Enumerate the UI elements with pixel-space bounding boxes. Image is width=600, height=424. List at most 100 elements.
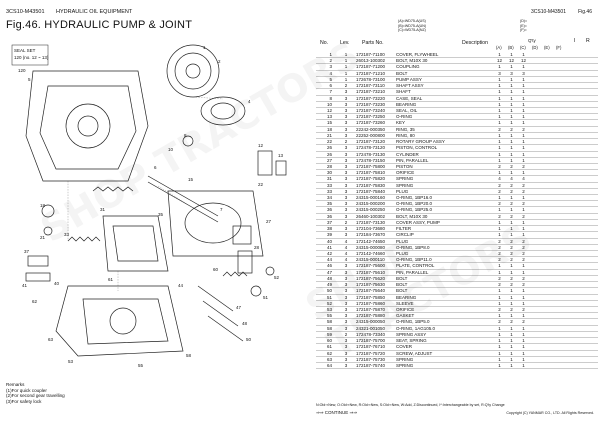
cell-no: 34: [326, 195, 332, 201]
cell-desc: BOLT, M10X 30: [396, 58, 428, 64]
cell-part: 172187-75870: [356, 306, 386, 312]
cell-c: 2: [522, 126, 525, 132]
cell-b: 2: [510, 244, 513, 250]
cell-no: 38: [326, 226, 332, 232]
callout: 1: [203, 45, 206, 50]
cell-c: 1: [522, 101, 525, 107]
cell-lev: 1: [344, 70, 348, 76]
remark-line: (3)For safety lock: [6, 398, 42, 404]
cell-lev: 3: [344, 201, 348, 207]
cell-b: 1: [510, 207, 513, 213]
cell-part: 172187-75850: [356, 294, 386, 300]
cell-desc: O-RING, 1AG105.0: [396, 325, 436, 331]
cell-c: 2: [522, 244, 525, 250]
cell-part: 172187-75840: [356, 188, 386, 194]
cell-b: 1: [510, 226, 513, 232]
cell-desc: BOLT: [396, 70, 408, 76]
doc-code-right: 3CS10-M43501: [530, 9, 566, 15]
cell-no: 31: [326, 176, 332, 182]
cell-lev: 4: [344, 244, 348, 250]
callout: 33: [64, 232, 70, 237]
cell-no: 53: [326, 306, 332, 312]
cell-part: 24315-000050: [356, 319, 386, 325]
col-d: (D): [532, 45, 538, 50]
cell-lev: 3: [344, 145, 348, 151]
cell-b: 2: [510, 238, 513, 244]
cell-part: 172187-75860: [356, 300, 386, 306]
callout: 4: [248, 99, 251, 104]
cell-a: 1: [498, 151, 501, 157]
callout: 10: [168, 147, 174, 152]
cell-lev: 3: [344, 288, 348, 294]
cell-lev: 3: [344, 95, 348, 101]
cell-no: 15: [326, 120, 332, 126]
cell-b: 1: [510, 269, 513, 275]
cell-no: 33: [326, 188, 332, 194]
cell-part: 24315-000160: [356, 195, 386, 201]
cell-no: 7: [329, 89, 332, 95]
cell-b: 1: [510, 52, 513, 57]
cell-b: 3: [510, 70, 513, 76]
cell-no: 13: [326, 114, 332, 120]
cell-no: 62: [326, 350, 332, 356]
cell-b: 1: [510, 145, 513, 151]
cell-c: 2: [522, 275, 525, 281]
cell-desc: ORIFICE: [396, 306, 415, 312]
cell-part: 172678-73100: [356, 76, 386, 82]
cell-b: 1: [510, 114, 513, 120]
cell-b: 1: [510, 83, 513, 89]
cell-no: 46: [326, 263, 332, 269]
cell-part: 24315-000200: [356, 201, 386, 207]
cell-desc: O-RING, 1BP16.0: [396, 195, 433, 201]
cell-part: 172187-75610: [356, 269, 386, 275]
cell-part: 172187-75720: [356, 350, 386, 356]
cell-lev: 3: [344, 163, 348, 169]
cell-part: 24315-000080: [356, 244, 386, 250]
cell-b: 1: [510, 120, 513, 126]
cell-b: 2: [510, 251, 513, 256]
col-c: (C): [520, 45, 526, 50]
cell-lev: 3: [344, 294, 348, 300]
cell-c: 2: [522, 213, 525, 219]
cell-desc: COVER, FLYWHEEL: [396, 52, 439, 57]
cell-part: 172187-75820: [356, 176, 386, 182]
cell-b: 1: [510, 64, 513, 70]
continue-indicator[interactable]: ⇒⇒ CONTINUE ⇒⇒: [316, 410, 358, 415]
cell-part: 26460-100302: [356, 213, 386, 219]
cell-desc: PISTON: [396, 163, 413, 169]
cell-lev: 3: [344, 176, 348, 182]
cell-no: 21: [326, 132, 332, 138]
cell-lev: 3: [344, 263, 348, 269]
cell-lev: 3: [344, 269, 348, 275]
col-desc: Description: [462, 40, 488, 46]
cell-part: 172187-75810: [356, 170, 386, 176]
cell-c: 1: [522, 300, 525, 306]
cell-b: 12: [508, 58, 514, 64]
cell-b: 2: [510, 182, 513, 188]
cell-c: 1: [522, 325, 525, 331]
cell-desc: PUMP ASSY: [396, 76, 422, 82]
cell-c: 2: [522, 201, 525, 207]
callout: 2: [218, 59, 221, 64]
cell-lev: 3: [344, 126, 348, 132]
cell-lev: 4: [344, 238, 348, 244]
cell-lev: 1: [344, 58, 348, 64]
cell-desc: GASKET: [396, 313, 415, 319]
cell-desc: CIRCLIP: [396, 232, 414, 238]
cell-lev: 3: [344, 362, 348, 368]
cell-b: 2: [510, 275, 513, 281]
cell-lev: 3: [344, 114, 348, 120]
cell-c: 1: [522, 344, 525, 350]
cell-no: 27: [326, 157, 332, 163]
cell-c: 1: [522, 313, 525, 319]
callout: 35: [158, 212, 164, 217]
